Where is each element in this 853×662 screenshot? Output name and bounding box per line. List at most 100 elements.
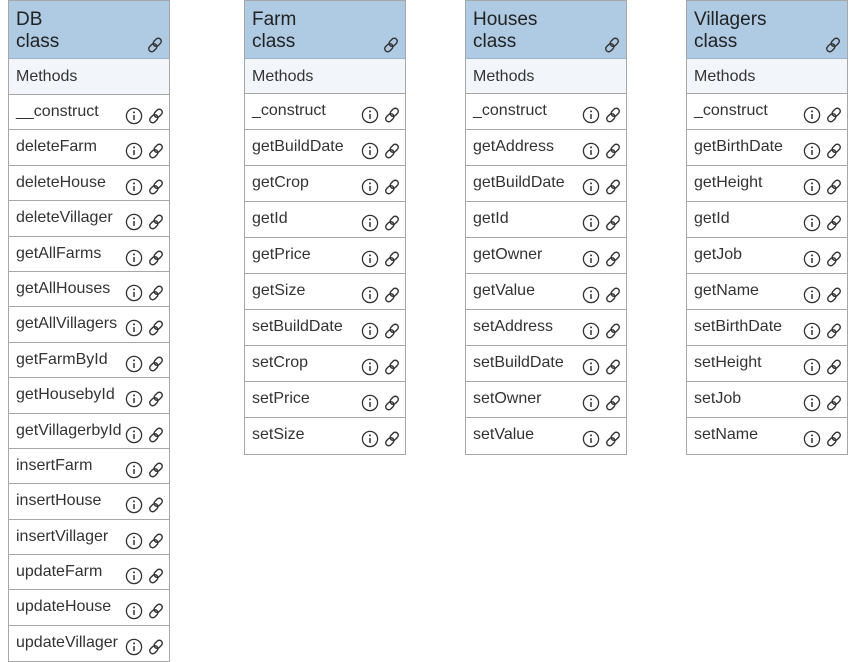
info-icon[interactable]	[125, 249, 143, 267]
link-icon[interactable]	[604, 106, 622, 124]
link-icon[interactable]	[147, 178, 165, 196]
info-icon[interactable]	[582, 394, 600, 412]
link-icon[interactable]	[825, 106, 843, 124]
link-icon[interactable]	[382, 36, 400, 54]
info-icon[interactable]	[361, 286, 379, 304]
info-icon[interactable]	[582, 142, 600, 160]
link-icon[interactable]	[383, 394, 401, 412]
link-icon[interactable]	[147, 496, 165, 514]
link-icon[interactable]	[147, 638, 165, 656]
link-icon[interactable]	[383, 250, 401, 268]
info-icon[interactable]	[125, 319, 143, 337]
info-icon[interactable]	[125, 284, 143, 302]
link-icon[interactable]	[147, 532, 165, 550]
link-icon[interactable]	[147, 602, 165, 620]
info-icon[interactable]	[361, 178, 379, 196]
info-icon[interactable]	[361, 358, 379, 376]
link-icon[interactable]	[383, 358, 401, 376]
link-icon[interactable]	[825, 358, 843, 376]
link-icon[interactable]	[147, 319, 165, 337]
info-icon[interactable]	[803, 358, 821, 376]
link-icon[interactable]	[604, 358, 622, 376]
info-icon[interactable]	[125, 602, 143, 620]
info-icon[interactable]	[125, 355, 143, 373]
link-icon[interactable]	[825, 322, 843, 340]
info-icon[interactable]	[125, 142, 143, 160]
link-icon[interactable]	[147, 249, 165, 267]
info-icon[interactable]	[125, 178, 143, 196]
info-icon[interactable]	[125, 461, 143, 479]
info-icon[interactable]	[582, 178, 600, 196]
info-icon[interactable]	[125, 426, 143, 444]
link-icon[interactable]	[825, 142, 843, 160]
info-icon[interactable]	[582, 250, 600, 268]
info-icon[interactable]	[582, 430, 600, 448]
info-icon[interactable]	[361, 214, 379, 232]
info-icon[interactable]	[803, 178, 821, 196]
info-icon[interactable]	[803, 322, 821, 340]
info-icon[interactable]	[803, 250, 821, 268]
info-icon[interactable]	[361, 394, 379, 412]
link-icon[interactable]	[147, 390, 165, 408]
info-icon[interactable]	[361, 106, 379, 124]
info-icon[interactable]	[803, 394, 821, 412]
info-icon[interactable]	[125, 638, 143, 656]
link-icon[interactable]	[825, 430, 843, 448]
info-icon[interactable]	[803, 286, 821, 304]
method-name: __construct	[16, 103, 99, 120]
info-icon[interactable]	[803, 142, 821, 160]
info-icon[interactable]	[125, 390, 143, 408]
link-icon[interactable]	[825, 286, 843, 304]
link-icon[interactable]	[604, 286, 622, 304]
info-icon[interactable]	[361, 250, 379, 268]
info-icon[interactable]	[582, 286, 600, 304]
info-icon[interactable]	[125, 532, 143, 550]
info-icon[interactable]	[582, 322, 600, 340]
link-icon[interactable]	[604, 322, 622, 340]
link-icon[interactable]	[604, 178, 622, 196]
link-icon[interactable]	[383, 286, 401, 304]
link-icon[interactable]	[383, 178, 401, 196]
link-icon[interactable]	[383, 106, 401, 124]
link-icon[interactable]	[383, 142, 401, 160]
info-icon[interactable]	[125, 496, 143, 514]
link-icon[interactable]	[825, 394, 843, 412]
info-icon[interactable]	[803, 430, 821, 448]
link-icon[interactable]	[147, 142, 165, 160]
link-icon[interactable]	[147, 107, 165, 125]
method-row: setCrop	[245, 346, 405, 382]
link-icon[interactable]	[147, 461, 165, 479]
link-icon[interactable]	[147, 426, 165, 444]
link-icon[interactable]	[825, 250, 843, 268]
info-icon[interactable]	[125, 567, 143, 585]
info-icon[interactable]	[803, 106, 821, 124]
link-icon[interactable]	[604, 250, 622, 268]
info-icon[interactable]	[125, 107, 143, 125]
link-icon[interactable]	[825, 214, 843, 232]
link-icon[interactable]	[604, 142, 622, 160]
link-icon[interactable]	[147, 567, 165, 585]
link-icon[interactable]	[147, 355, 165, 373]
info-icon[interactable]	[361, 322, 379, 340]
link-icon[interactable]	[147, 213, 165, 231]
info-icon[interactable]	[582, 214, 600, 232]
info-icon[interactable]	[361, 142, 379, 160]
link-icon[interactable]	[383, 430, 401, 448]
link-icon[interactable]	[824, 36, 842, 54]
method-name: getOwner	[473, 246, 543, 263]
info-icon[interactable]	[582, 358, 600, 376]
info-icon[interactable]	[582, 106, 600, 124]
info-icon[interactable]	[803, 214, 821, 232]
link-icon[interactable]	[383, 322, 401, 340]
link-icon[interactable]	[146, 36, 164, 54]
link-icon[interactable]	[603, 36, 621, 54]
link-icon[interactable]	[825, 178, 843, 196]
link-icon[interactable]	[383, 214, 401, 232]
link-icon[interactable]	[604, 430, 622, 448]
info-icon[interactable]	[125, 213, 143, 231]
link-icon[interactable]	[604, 214, 622, 232]
link-icon[interactable]	[147, 284, 165, 302]
info-icon[interactable]	[361, 430, 379, 448]
link-icon[interactable]	[604, 394, 622, 412]
